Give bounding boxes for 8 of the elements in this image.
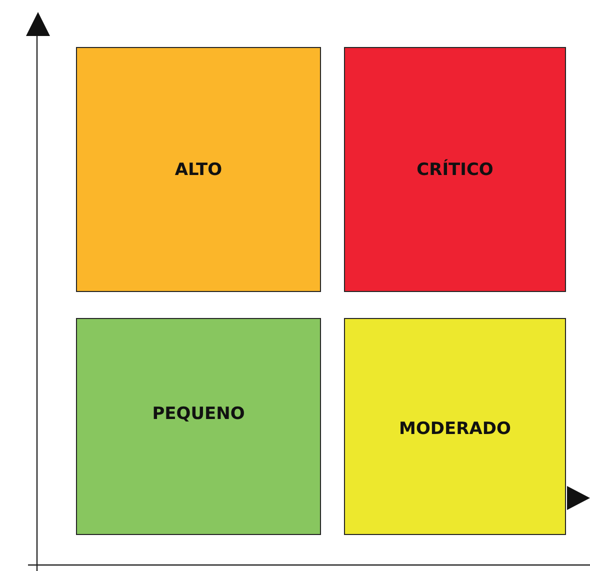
risk-level-label: MODERADO <box>399 418 511 438</box>
risk-level-label: PEQUENO <box>152 404 245 424</box>
risk-level-box <box>344 318 566 535</box>
risk-level-box <box>76 47 321 292</box>
risk-level-box <box>76 318 321 535</box>
risk-level-label: ALTO <box>174 160 222 180</box>
risk-level-box <box>344 47 566 292</box>
risk-level-label: CRÍTICO <box>416 160 494 180</box>
